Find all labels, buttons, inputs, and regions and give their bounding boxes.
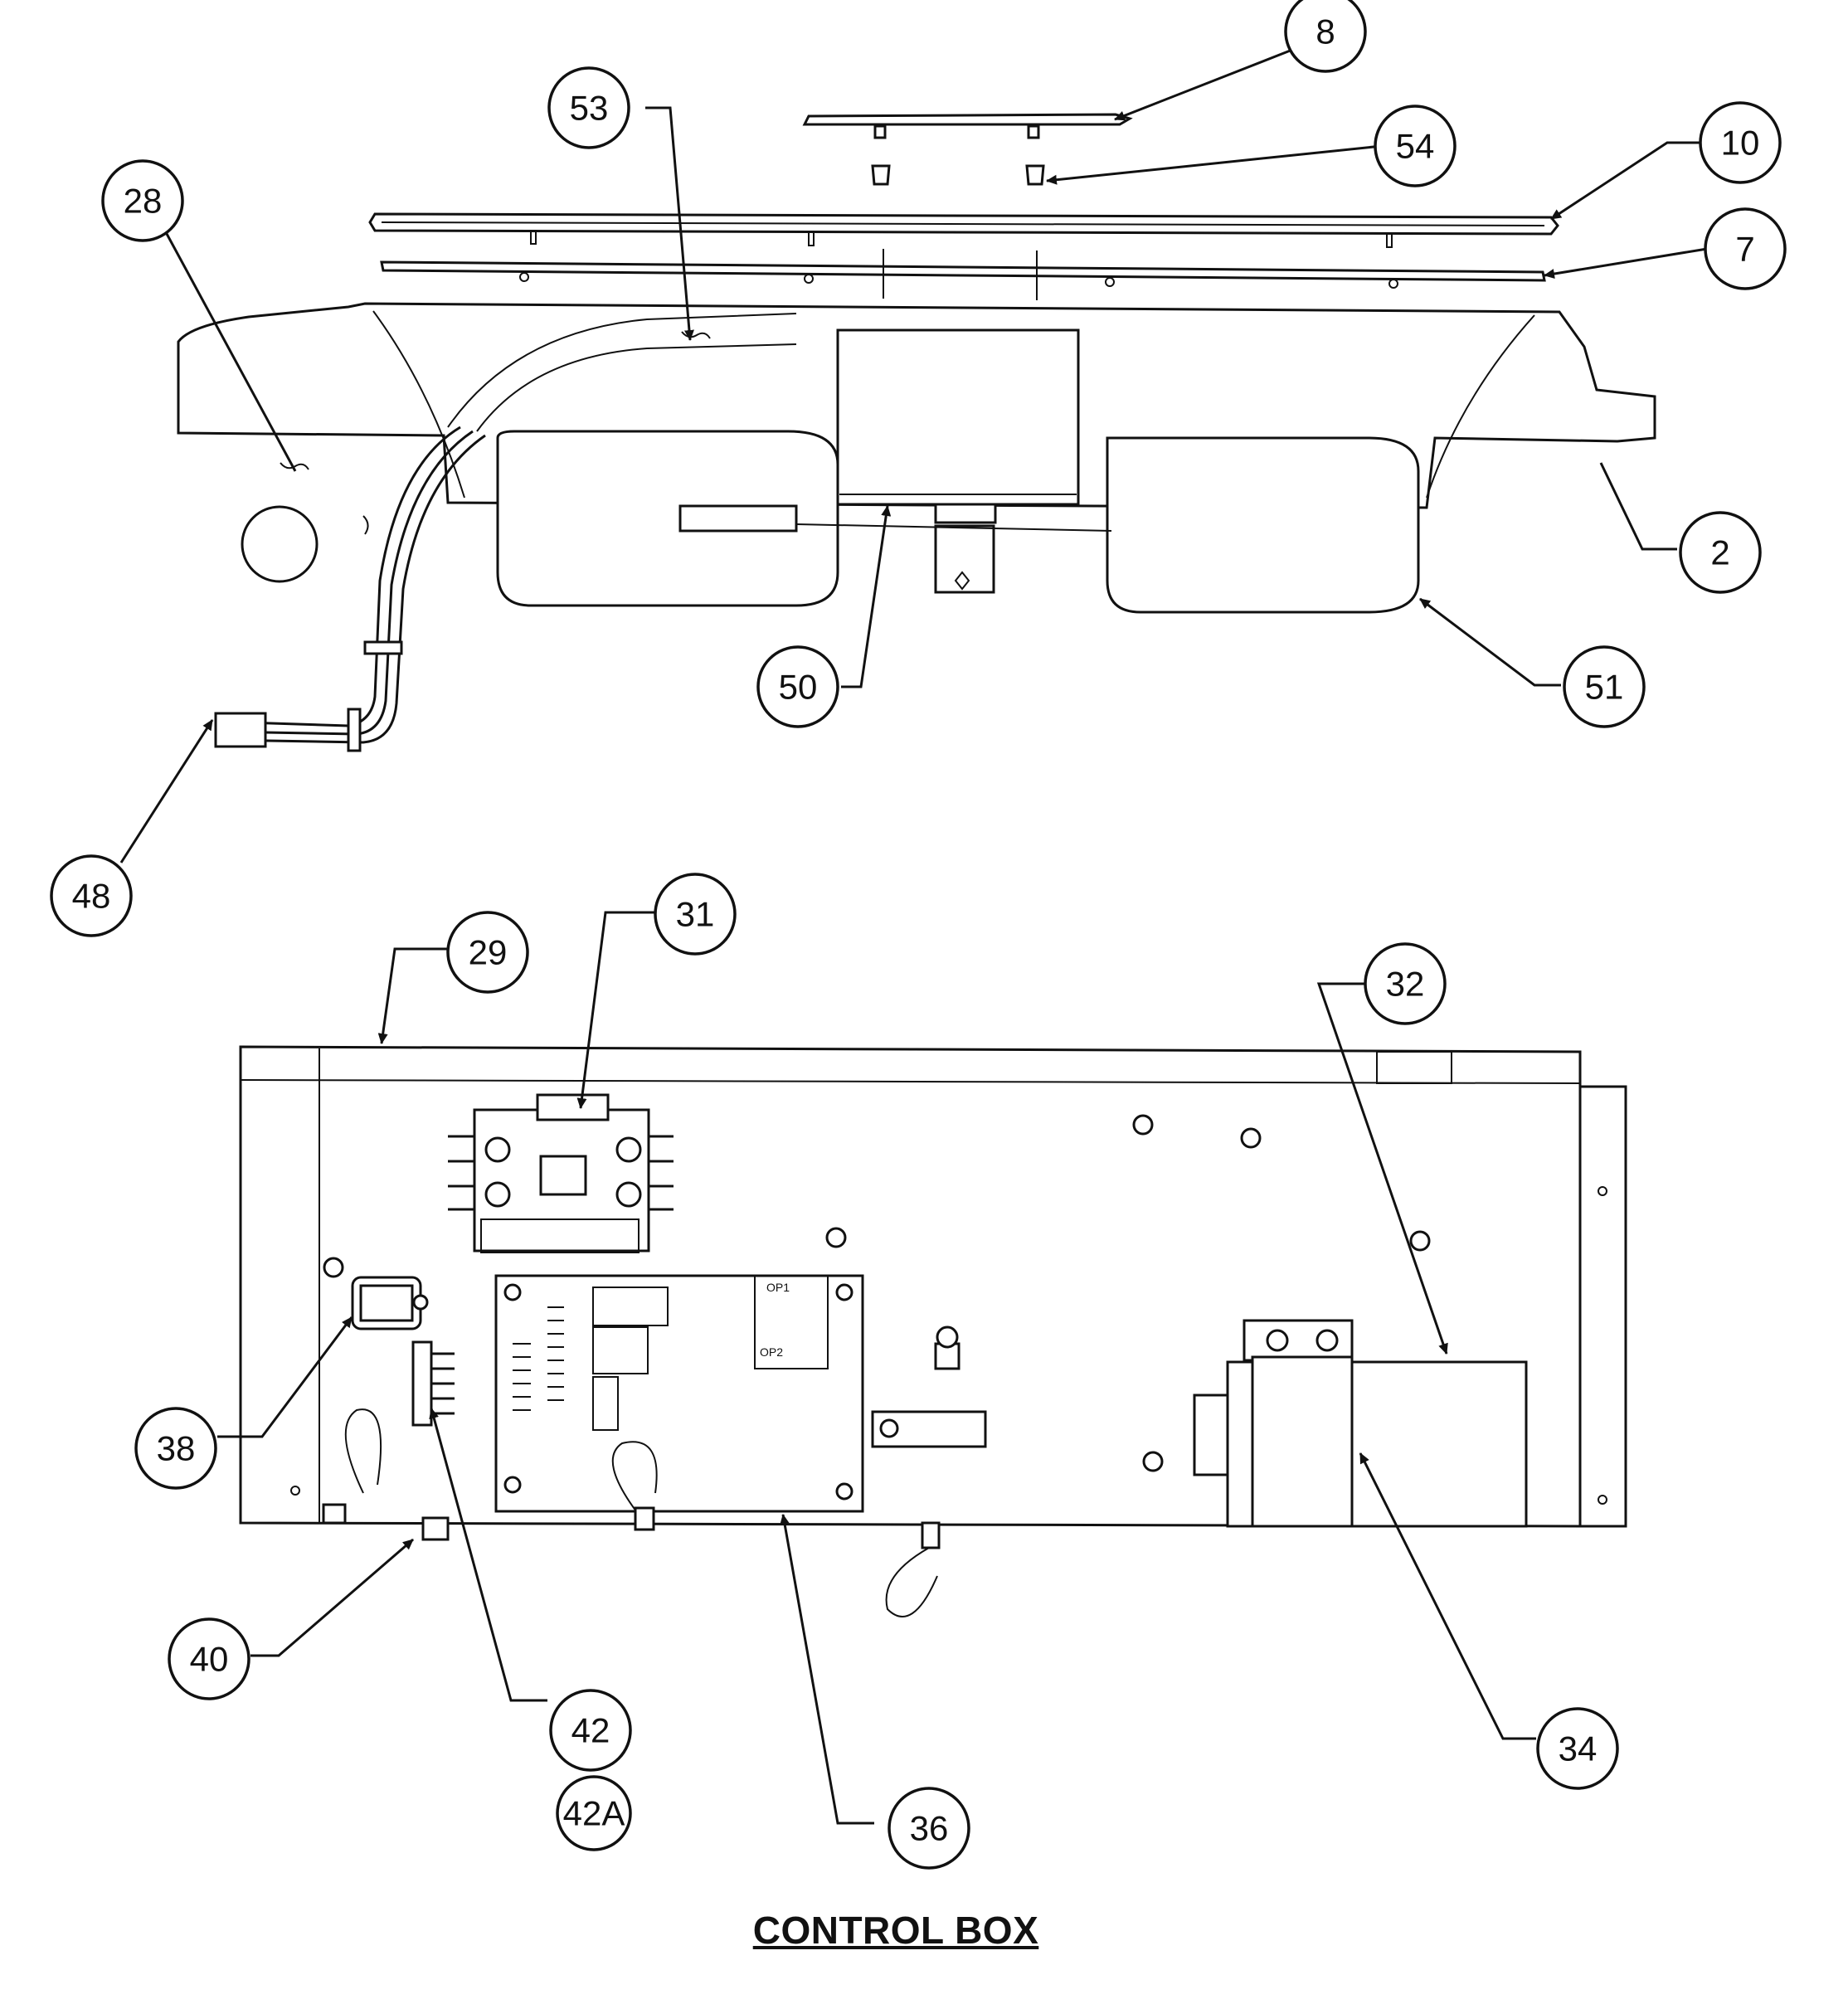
callout-54-label: 54 — [1396, 127, 1435, 166]
part-40-wire-ties — [322, 1408, 941, 1617]
part-10-rail — [368, 212, 1559, 248]
callout-31: 31 — [654, 873, 737, 956]
callout-50: 50 — [756, 645, 839, 728]
callout-40: 40 — [168, 1617, 250, 1700]
part-31-contactor — [448, 1093, 674, 1253]
callout-42-label: 42 — [571, 1711, 610, 1750]
callout-42a: 42A — [556, 1775, 632, 1851]
part-8-cover — [802, 113, 1133, 139]
callout-34-label: 34 — [1559, 1729, 1598, 1768]
callout-32-label: 32 — [1386, 965, 1425, 1004]
part-54-fasteners — [871, 164, 1045, 186]
callout-54: 54 — [1374, 105, 1457, 187]
callout-31-label: 31 — [676, 895, 715, 934]
callout-38-label: 38 — [157, 1429, 196, 1468]
part-34-relay — [1193, 1355, 1354, 1528]
callout-28: 28 — [101, 159, 184, 242]
board-label-op2: OP2 — [760, 1345, 783, 1359]
callout-10-label: 10 — [1721, 124, 1760, 163]
callout-32: 32 — [1364, 942, 1447, 1025]
callout-34: 34 — [1536, 1707, 1619, 1790]
part-7-strip — [380, 249, 1546, 300]
callout-42a-label: 42A — [563, 1794, 625, 1833]
callout-10: 10 — [1699, 101, 1782, 184]
callout-48: 48 — [50, 854, 133, 937]
callout-48-label: 48 — [72, 877, 111, 916]
part-50-bracket — [836, 328, 1080, 594]
leader-lines — [119, 48, 1708, 1825]
part-53-harness-sleeve — [447, 313, 797, 432]
board-label-op1: OP1 — [766, 1281, 790, 1294]
callout-38: 38 — [134, 1407, 217, 1490]
callout-7-label: 7 — [1735, 230, 1754, 269]
callout-36-label: 36 — [910, 1809, 949, 1848]
callout-51: 51 — [1563, 645, 1646, 728]
callout-53: 53 — [547, 66, 630, 149]
mounting-screws — [323, 1114, 1431, 1472]
callout-36: 36 — [888, 1787, 970, 1870]
callout-29: 29 — [446, 911, 529, 994]
part-38-switch — [351, 1276, 429, 1330]
part-42-terminal-strip — [411, 1340, 455, 1427]
callout-8: 8 — [1284, 0, 1367, 73]
callout-7: 7 — [1704, 207, 1787, 290]
part-51-capacitors — [496, 430, 1420, 614]
callout-2-label: 2 — [1710, 533, 1729, 572]
callout-28-label: 28 — [124, 182, 163, 221]
callout-8-label: 8 — [1315, 12, 1335, 51]
callout-53-label: 53 — [570, 89, 609, 128]
callout-2: 2 — [1679, 511, 1762, 594]
callout-42: 42 — [549, 1689, 632, 1772]
diagram-title: CONTROL BOX — [752, 1909, 1039, 1952]
callout-51-label: 51 — [1585, 668, 1624, 707]
part-36-control-board: OP1 OP2 — [494, 1274, 864, 1513]
callout-50-label: 50 — [779, 668, 818, 707]
callout-40-label: 40 — [190, 1640, 229, 1679]
part-48-wire-harness — [214, 426, 486, 752]
callout-29-label: 29 — [469, 933, 508, 972]
mounting-bracket — [871, 1325, 987, 1448]
